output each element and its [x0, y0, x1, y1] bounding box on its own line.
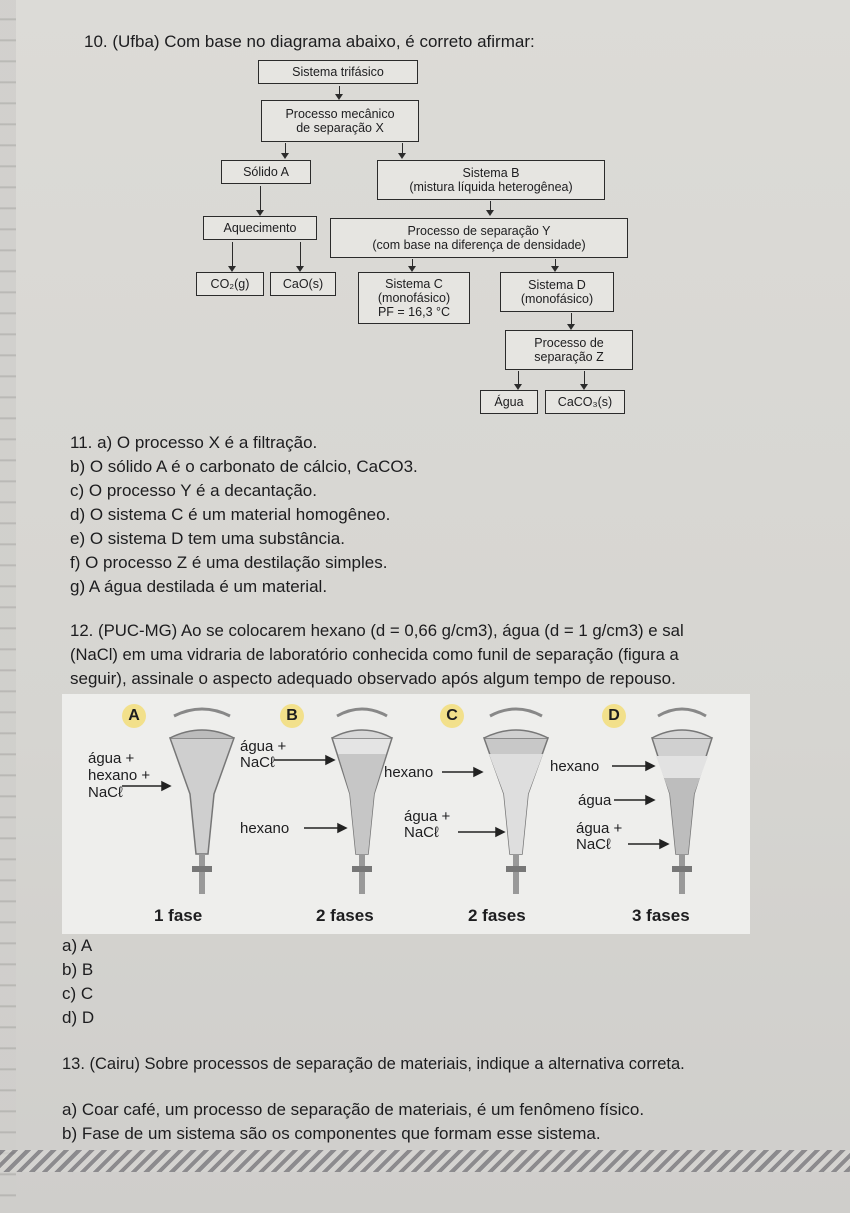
box-aquecimento: Aquecimento: [203, 216, 317, 240]
funnel-label-d: D: [602, 704, 626, 728]
q11-line: 11. a) O processo X é a filtração.: [70, 433, 318, 452]
box-label: Aquecimento: [223, 221, 297, 235]
q11-line: b) O sólido A é o carbonato de cálcio, C…: [70, 457, 418, 476]
box-label: Água: [494, 395, 524, 409]
funnel-b: [330, 707, 394, 894]
funnel-d-top: hexano: [550, 758, 600, 775]
box-label: CO₂(g): [210, 277, 250, 291]
question-13-title: 13. (Cairu) Sobre processos de separação…: [62, 1055, 685, 1073]
box-label: Sistema D: [528, 278, 586, 292]
box-label: Sólido A: [243, 165, 289, 179]
box-label: PF = 16,3 °C: [377, 305, 451, 319]
box-label: (com base na diferença de densidade): [372, 238, 586, 252]
notebook-spiral: [0, 0, 16, 1213]
funnel-a-content: NaCℓ: [88, 784, 123, 801]
q12-line: seguir), assinale o aspecto adequado obs…: [70, 669, 676, 688]
box-label: (monofásico): [520, 292, 594, 306]
q13-option: a) Coar café, um processo de separação d…: [62, 1100, 645, 1119]
q11-line: c) O processo Y é a decantação.: [70, 481, 317, 500]
funnel-b-bottom: hexano: [240, 820, 290, 837]
phase-count-a: 1 fase: [154, 906, 203, 925]
funnel-a-content: hexano +: [88, 767, 151, 784]
box-co2: CO₂(g): [196, 272, 264, 296]
box-solido-a: Sólido A: [221, 160, 311, 184]
box-label: (monofásico): [377, 291, 451, 305]
box-sistema-d: Sistema D (monofásico): [500, 272, 614, 312]
phase-count-b: 2 fases: [316, 906, 374, 925]
q11-line: d) O sistema C é um material homogêneo.: [70, 505, 391, 524]
arrow-down: [567, 313, 575, 330]
label-arrows: [122, 754, 670, 850]
funnel-a-content: água +: [88, 750, 135, 767]
q11-line: f) O processo Z é uma destilação simples…: [70, 553, 388, 572]
next-page-edge: [0, 1150, 850, 1172]
box-sistema-c: Sistema C (monofásico) PF = 16,3 °C: [358, 272, 470, 324]
box-label: separação Z: [534, 350, 604, 364]
box-label: CaCO₃(s): [557, 395, 613, 409]
arrow-down: [335, 86, 343, 100]
box-label: Processo de separação Y: [407, 224, 551, 238]
funnel-b-top: NaCℓ: [240, 754, 275, 771]
box-label: Processo mecânico: [285, 107, 395, 121]
q12-option: d) D: [62, 1008, 95, 1027]
box-cao: CaO(s): [270, 272, 336, 296]
arrow-down: [551, 259, 559, 272]
funnel-d: [650, 707, 714, 894]
funnel-c-top: hexano: [384, 764, 434, 781]
funnels-svg: [122, 707, 714, 894]
q12-line: (NaCl) em uma vidraria de laboratório co…: [70, 645, 679, 664]
funnel-d-middle: água: [578, 792, 612, 809]
box-agua: Água: [480, 390, 538, 414]
box-label: Sistema B: [462, 166, 520, 180]
arrow-down: [256, 186, 264, 216]
q12-line: 12. (PUC-MG) Ao se colocarem hexano (d =…: [70, 621, 684, 640]
box-label: Processo de: [534, 336, 604, 350]
box-processo-y: Processo de separação Y (com base na dif…: [330, 218, 628, 258]
funnel-label-c: C: [440, 704, 464, 728]
funnel-d-bottom: água +: [576, 820, 623, 837]
q12-option: b) B: [62, 960, 94, 979]
q11-line: g) A água destilada é um material.: [70, 577, 328, 596]
box-label: CaO(s): [282, 277, 324, 291]
arrow-down: [408, 259, 416, 272]
box-label: Sistema trifásico: [292, 65, 384, 79]
box-label: Sistema C: [385, 277, 443, 291]
funnel-c-bottom: água +: [404, 808, 451, 825]
arrow-down: [580, 371, 588, 390]
q13-option: b) Fase de um sistema são os componentes…: [62, 1124, 601, 1143]
funnel-a: [168, 707, 236, 894]
funnel-label-b: B: [280, 704, 304, 728]
funnel-c-bottom: NaCℓ: [404, 824, 439, 841]
phase-count-d: 3 fases: [632, 906, 690, 925]
box-sistema-b: Sistema B (mistura líquida heterogênea): [377, 160, 605, 200]
box-processo-z: Processo de separação Z: [505, 330, 633, 370]
question-10-title: 10. (Ufba) Com base no diagrama abaixo, …: [84, 32, 535, 51]
box-caco3: CaCO₃(s): [545, 390, 625, 414]
funnel-label-a: A: [122, 704, 146, 728]
box-processo-mecanico: Processo mecânico de separação X: [261, 100, 419, 142]
funnel-c: [482, 707, 550, 894]
arrow-down: [228, 242, 236, 272]
arrow-down: [514, 371, 522, 390]
arrow-down: [296, 242, 304, 272]
q12-option: a) A: [62, 936, 93, 955]
phase-count-c: 2 fases: [468, 906, 526, 925]
funnel-b-top: água +: [240, 738, 287, 755]
q12-option: c) C: [62, 984, 94, 1003]
q11-line: e) O sistema D tem uma substância.: [70, 529, 345, 548]
arrow-down: [486, 201, 494, 216]
box-label: de separação X: [296, 121, 384, 135]
separation-funnels-figure: A B C D água + hexano + NaCℓ água + NaCℓ…: [62, 694, 750, 934]
arrow-down: [398, 143, 406, 159]
box-label: (mistura líquida heterogênea): [409, 180, 573, 194]
box-sistema-trifasico: Sistema trifásico: [258, 60, 418, 84]
funnel-d-bottom: NaCℓ: [576, 836, 611, 853]
arrow-down: [281, 143, 289, 159]
